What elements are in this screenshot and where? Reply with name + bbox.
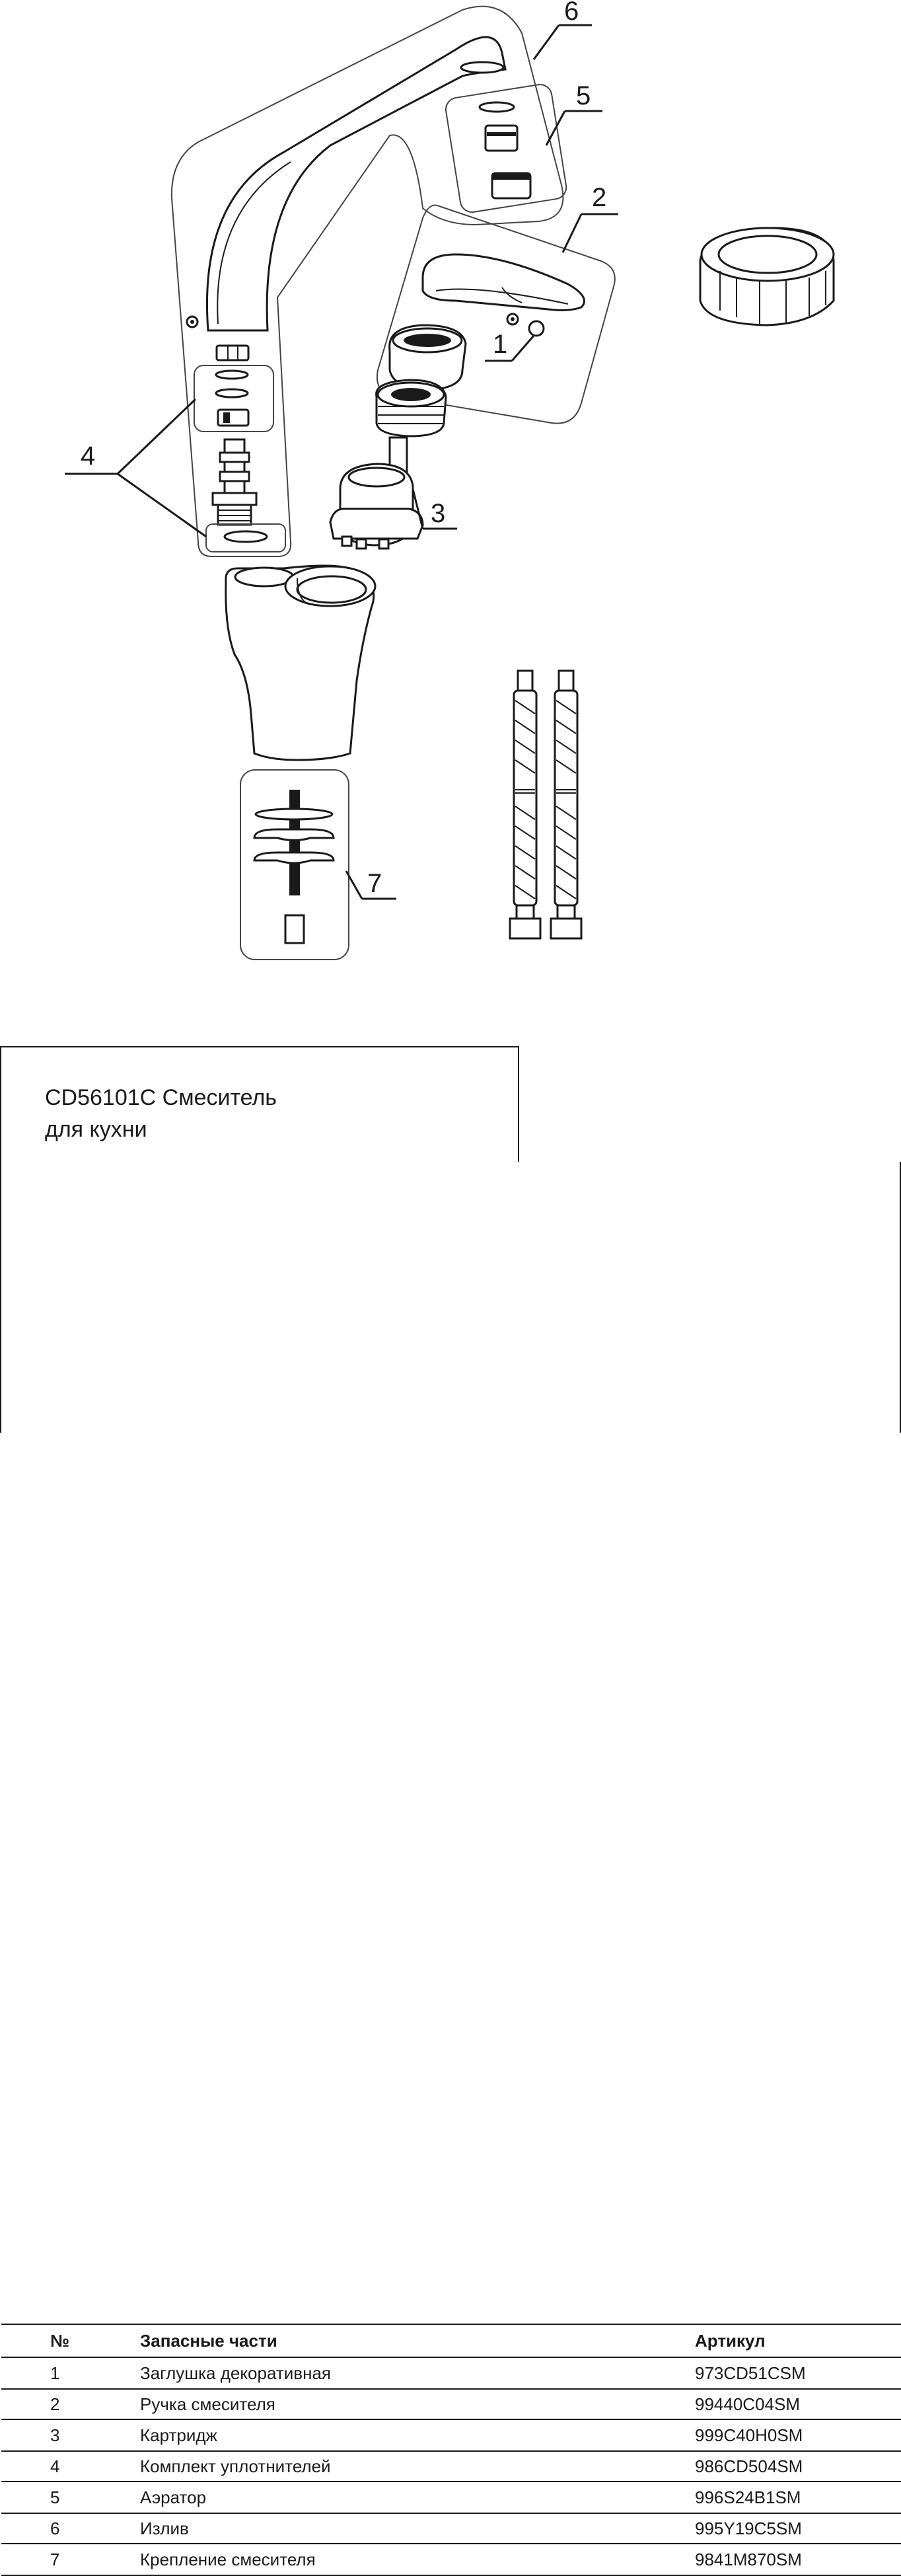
parts-table: № Запасные части Артикул 1 Заглушка деко… <box>1 2324 901 2576</box>
handle-frame <box>376 204 616 424</box>
cartridge-nut <box>375 379 447 437</box>
row-number: 5 <box>1 2481 140 2514</box>
seal-bushing <box>217 408 250 427</box>
mounting-kit-part <box>253 790 335 944</box>
spout-bushing <box>215 344 250 361</box>
row-number: 2 <box>1 2388 140 2420</box>
o-ring-1 <box>215 369 249 398</box>
table-row: 5 Аэратор 996S24B1SM <box>1 2481 901 2514</box>
row-part-name: Картридж <box>140 2419 695 2452</box>
row-article: 99440C04SM <box>695 2388 901 2420</box>
spout-part <box>205 36 507 332</box>
svg-text:7: 7 <box>367 869 382 898</box>
row-part-name: Аэратор <box>140 2481 695 2514</box>
document-title: CD56101C Смеситель для кухни <box>45 1085 277 1142</box>
row-part-name: Крепление смесителя <box>140 2543 695 2576</box>
table-row: 3 Картридж 999C40H0SM <box>1 2419 901 2452</box>
row-article: 986CD504SM <box>695 2450 901 2482</box>
handle-cap-ring <box>388 324 467 391</box>
svg-text:5: 5 <box>576 81 591 110</box>
row-article: 995Y19C5SM <box>695 2513 901 2544</box>
set-screw <box>186 315 199 328</box>
row-number: 6 <box>1 2513 140 2544</box>
row-part-name: Комплект уплотнителей <box>140 2450 695 2482</box>
row-number: 7 <box>1 2543 140 2576</box>
swivel-connector <box>211 438 258 526</box>
table-row: 4 Комплект уплотнителей 986CD504SM <box>1 2450 901 2482</box>
callout-5: 5 <box>545 81 602 146</box>
table-row: 1 Заглушка декоративная 973CD51CSM <box>1 2357 901 2390</box>
mixer-body <box>225 564 377 761</box>
callout-7: 7 <box>345 869 396 900</box>
table-header-row: № Запасные части Артикул <box>1 2324 901 2358</box>
table-row: 2 Ручка смесителя 99440C04SM <box>1 2388 901 2420</box>
cartridge-part <box>329 436 424 550</box>
row-number: 4 <box>1 2450 140 2482</box>
header-article: Артикул <box>695 2324 901 2358</box>
table-row: 7 Крепление смесителя 9841M870SM <box>1 2543 901 2576</box>
mounting-kit-frame <box>240 769 349 960</box>
row-number: 1 <box>1 2357 140 2390</box>
aerator-part <box>478 101 532 200</box>
row-part-name: Излив <box>140 2513 695 2544</box>
aerator-frame <box>445 83 567 213</box>
row-article: 999C40H0SM <box>695 2419 901 2452</box>
svg-text:4: 4 <box>81 441 95 471</box>
callout-2: 2 <box>561 183 618 253</box>
callout-4: 4 <box>65 398 207 538</box>
header-number: № <box>1 2324 140 2358</box>
svg-text:3: 3 <box>431 499 445 528</box>
callout-6: 6 <box>532 0 592 60</box>
spout-group-frame <box>170 5 564 557</box>
row-article: 9841M870SM <box>695 2543 901 2576</box>
svg-text:1: 1 <box>493 330 507 359</box>
o-ring-base <box>223 530 268 543</box>
row-number: 3 <box>1 2419 140 2452</box>
table-row: 6 Излив 995Y19C5SM <box>1 2513 901 2544</box>
seal-kit-frame-top <box>194 365 274 432</box>
decorative-cap <box>506 313 545 337</box>
parts-table-frame: № Запасные части Артикул 1 Заглушка деко… <box>0 1162 901 2576</box>
exploded-view-drawing: 4 5 6 2 1 <box>65 0 835 960</box>
handle-part <box>421 253 585 311</box>
callout-3: 3 <box>412 488 457 530</box>
mounting-nut <box>699 227 835 326</box>
seal-kit-frame-bottom <box>205 523 286 552</box>
header-part-name: Запасные части <box>140 2324 695 2358</box>
row-article: 996S24B1SM <box>695 2481 901 2514</box>
row-part-name: Заглушка декоративная <box>140 2357 695 2390</box>
flexible-hoses <box>509 669 583 940</box>
title-box: CD56101C Смеситель для кухни <box>0 1046 519 1162</box>
row-part-name: Ручка смесителя <box>140 2388 695 2420</box>
callout-1: 1 <box>485 330 535 362</box>
svg-text:6: 6 <box>564 0 579 26</box>
row-article: 973CD51CSM <box>695 2357 901 2390</box>
svg-text:2: 2 <box>592 183 606 212</box>
